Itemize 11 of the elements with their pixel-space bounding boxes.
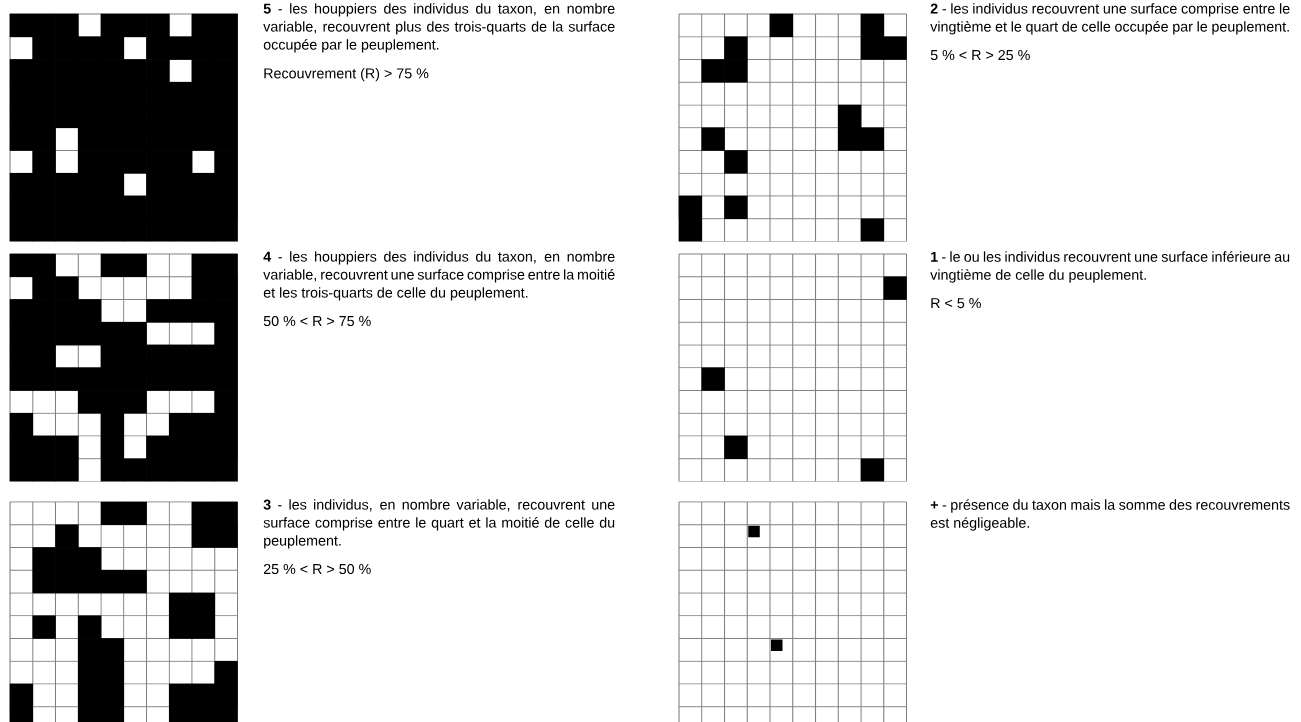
description-text: 4 - les houppiers des individus du taxon, en nombre variable, recouvrent une surface comprise entre la moitié et les trois-quarts de celle du peuplement.: [263, 251, 615, 301]
description-text: 3 - les individus, en nombre variable, recouvrent une surface comprise entre le quart et la moitié de celle du peuplement.: [263, 499, 615, 549]
coverage-formula: 50 % < R > 75 %: [263, 315, 371, 327]
coverage-formula: Recouvrement (R) > 75 %: [264, 67, 429, 82]
coverage-formula: R < 5 %: [931, 298, 981, 309]
description-text: 1 - le ou les individus recouvrent une surface inférieure au vingtième de celle du peuplement.: [930, 251, 1290, 283]
coverage-formula: 5 % < R > 25 %: [930, 49, 1030, 61]
description-text: 2 - les individus recouvrent une surface comprise entre le vingtième et le quart de celle occupée par le peuplement.: [930, 3, 1290, 35]
coverage-formula: 25 % < R > 50 %: [263, 563, 371, 575]
description-text: + - présence du taxon mais la somme des recouvrements est négligeable.: [930, 499, 1290, 531]
description-text: 5 - les houppiers des individus du taxon, en nombre variable, recouvrent plus des trois-quarts de la surface occupée par le peuplement.: [263, 3, 615, 53]
